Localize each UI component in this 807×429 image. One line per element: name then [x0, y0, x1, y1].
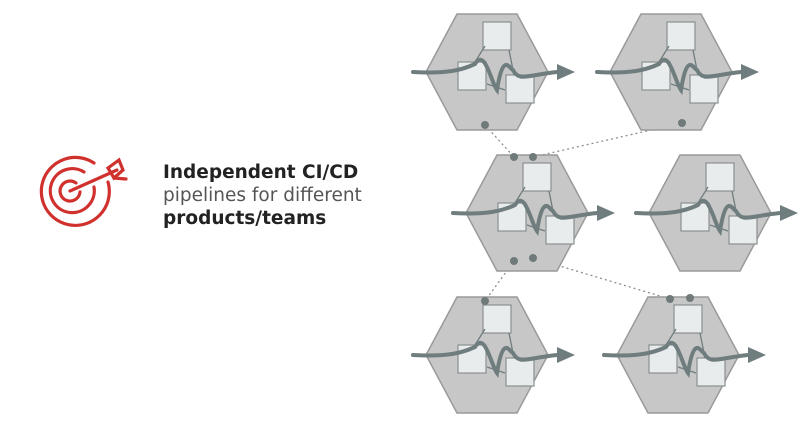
service-bottom-left: [411, 295, 577, 415]
service-top-right: [595, 12, 761, 132]
caption: Independent CI/CD pipelines for differen…: [163, 161, 362, 230]
target-arrow-icon: [39, 155, 128, 227]
caption-line-3: products/teams: [163, 208, 327, 229]
caption-line-2: pipelines for different: [163, 185, 362, 206]
service-bottom-right: [602, 295, 768, 415]
caption-line-1: Independent CI/CD: [163, 162, 359, 183]
service-mid-right: [634, 153, 800, 273]
service-top-left: [411, 12, 577, 132]
connection-dots: [481, 119, 694, 305]
service-mid-left: [451, 153, 617, 273]
